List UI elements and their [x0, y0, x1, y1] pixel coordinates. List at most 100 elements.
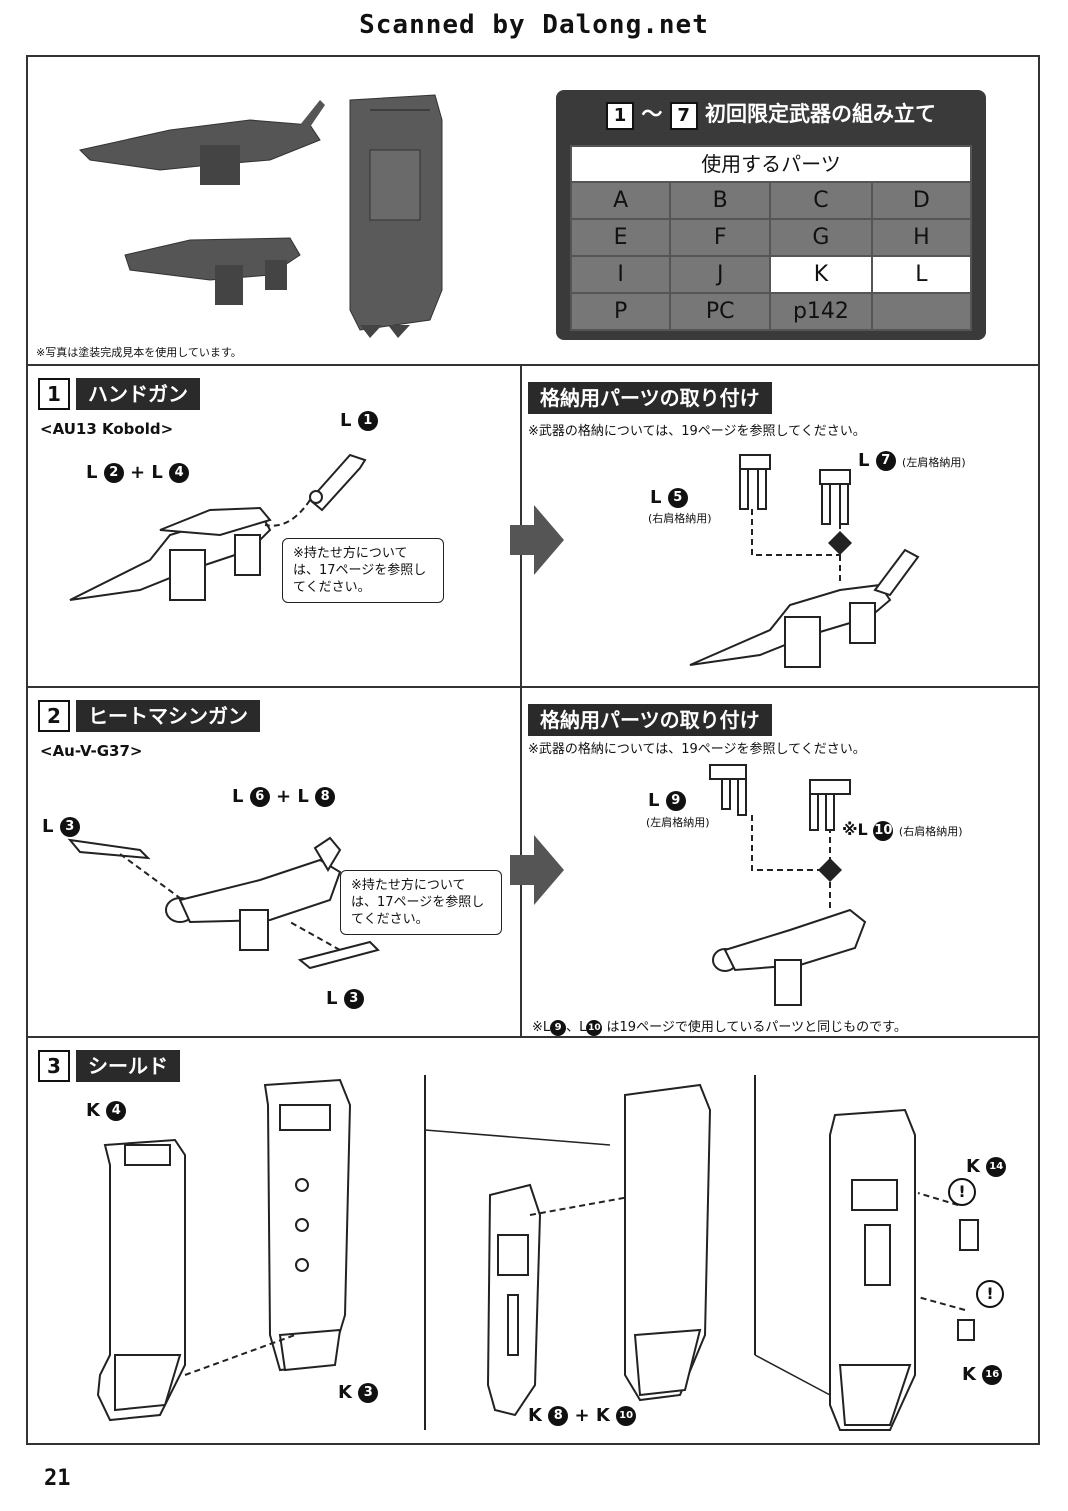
callout-letter: K [528, 1405, 542, 1426]
parts-caption: 使用するパーツ [570, 145, 972, 181]
callout-letter: ※L [842, 820, 868, 839]
page-number: 21 [44, 1466, 71, 1491]
shield-inner-part-icon [486, 1183, 542, 1417]
callout-number: 3 [358, 1383, 379, 1403]
step1-l7-label: (左肩格納用) [902, 456, 966, 469]
part-cell: D [870, 181, 973, 220]
step1-handgun-diagram [69, 453, 367, 601]
plus-sign: + [276, 786, 292, 807]
step3-callout-k3: K 3 [338, 1382, 379, 1403]
parts-table: 使用するパーツ A B C D E F G H I J K L P [569, 145, 973, 331]
divider-step1 [26, 686, 1040, 688]
step1-callout-l5: L 5 [650, 487, 688, 508]
storage-part-icon [809, 779, 851, 831]
callout-letter: L [648, 790, 660, 811]
storage-part-icon [709, 764, 747, 816]
footnote-text: 、L [566, 1020, 587, 1035]
part-k14-icon [959, 1219, 979, 1251]
tilde: 〜 [641, 102, 663, 126]
step2-right-title: 格納用パーツの取り付け [528, 704, 772, 736]
assembly-arrow [751, 815, 831, 871]
step1-callout-l7: L 7 (左肩格納用) [858, 450, 966, 471]
step1-title: ハンドガン [76, 378, 200, 410]
part-cell: E [569, 218, 672, 257]
callout-letter: L [326, 988, 338, 1009]
step-to-box: 7 [669, 102, 698, 130]
pistol-photo-icon [124, 237, 301, 305]
step2-callout-l10: ※L 10 (右肩格納用) [842, 820, 963, 841]
storage-part-icon [819, 469, 851, 525]
step2-machinegun-diagram [67, 836, 380, 970]
step2-right-note: ※武器の格納については、19ページを参照してください。 [528, 742, 866, 757]
step2-callout-l3-bottom: L 3 [326, 988, 364, 1009]
shield-front-icon [96, 1138, 186, 1422]
step1-storage-diagram [689, 454, 920, 668]
part-cell: I [569, 255, 672, 294]
photo-note: ※写真は塗装完成見本を使用しています。 [36, 346, 242, 359]
right-arrow-icon [510, 505, 564, 575]
part-cell: B [669, 181, 772, 220]
callout-letter: L [650, 487, 662, 508]
part-cell: J [669, 255, 772, 294]
callout-letter: K [962, 1364, 976, 1385]
callout-letter: K [595, 1405, 610, 1426]
callout-letter: L [86, 462, 98, 483]
plus-sign: + [574, 1405, 590, 1426]
shield-photo-icon [349, 94, 443, 338]
right-arrow-icon [510, 835, 564, 905]
callout-number: 4 [169, 463, 190, 483]
part-cell: H [870, 218, 973, 257]
callout-number: 6 [249, 787, 270, 807]
step3-title: シールド [76, 1050, 180, 1082]
assembly-arrow [917, 1192, 959, 1206]
assembly-arrow [119, 853, 181, 899]
parts-row: P PC p142 [569, 292, 973, 331]
shield-final-icon [829, 1108, 916, 1431]
step2-flow-arrow [510, 835, 566, 909]
rail-part-icon [67, 838, 151, 860]
part-cell-highlight: L [870, 255, 973, 294]
callout-letter: L [340, 410, 352, 431]
callout-number: 4 [106, 1101, 127, 1121]
part-cell: G [769, 218, 873, 257]
callout-letter: L [232, 786, 244, 807]
step3-callout-k14: K 14 [966, 1156, 1007, 1177]
step1-callout-l2-l4: L 2 + L 4 [86, 462, 190, 483]
part-cell: P [569, 292, 672, 331]
callout-number: 5 [667, 488, 688, 508]
callout-number: 9 [550, 1019, 567, 1036]
callout-number: 3 [59, 817, 80, 837]
step1-hold-note: ※持たせ方については、17ページを参照してください。 [282, 538, 444, 603]
shield-frame-icon [624, 1083, 712, 1402]
assembly-arrow [917, 1296, 966, 1311]
step3-shield-diagram [96, 1075, 979, 1431]
warning-icon: ! [948, 1178, 976, 1206]
scanned-watermark: Scanned by Dalong.net [359, 10, 709, 40]
callout-number: 10 [586, 1019, 603, 1036]
step2-number: 2 [38, 700, 70, 732]
parts-row: E F G H [569, 218, 973, 257]
step3-callout-k16: K 16 [962, 1364, 1003, 1385]
step1-flow-arrow [510, 505, 566, 579]
step3-number: 3 [38, 1050, 70, 1082]
step2-l9-label: (左肩格納用) [646, 816, 710, 829]
step2-storage-diagram [709, 764, 867, 1006]
step2-callout-l6-l8: L 6 + L 8 [232, 786, 336, 807]
parts-panel-title: 初回限定武器の組み立て [704, 102, 936, 126]
step2-callout-l9: L 9 [648, 790, 686, 811]
callout-letter: K [338, 1382, 352, 1403]
callout-letter: L [297, 786, 309, 807]
callout-letter: K [966, 1156, 980, 1177]
assembly-arrow [529, 1194, 641, 1216]
callout-number: 8 [548, 1406, 569, 1426]
callout-number: 14 [986, 1157, 1007, 1177]
callout-letter: L [42, 816, 54, 837]
step1-right-note: ※武器の格納については、19ページを参照してください。 [528, 424, 866, 439]
parts-row: I J K L [569, 255, 973, 294]
step2-callout-l3-top: L 3 [42, 816, 80, 837]
page-frame [26, 55, 1040, 1445]
callout-number: 3 [343, 989, 364, 1009]
part-cell: A [569, 181, 672, 220]
footnote-text: は19ページで使用しているパーツと同じものです。 [606, 1020, 907, 1035]
